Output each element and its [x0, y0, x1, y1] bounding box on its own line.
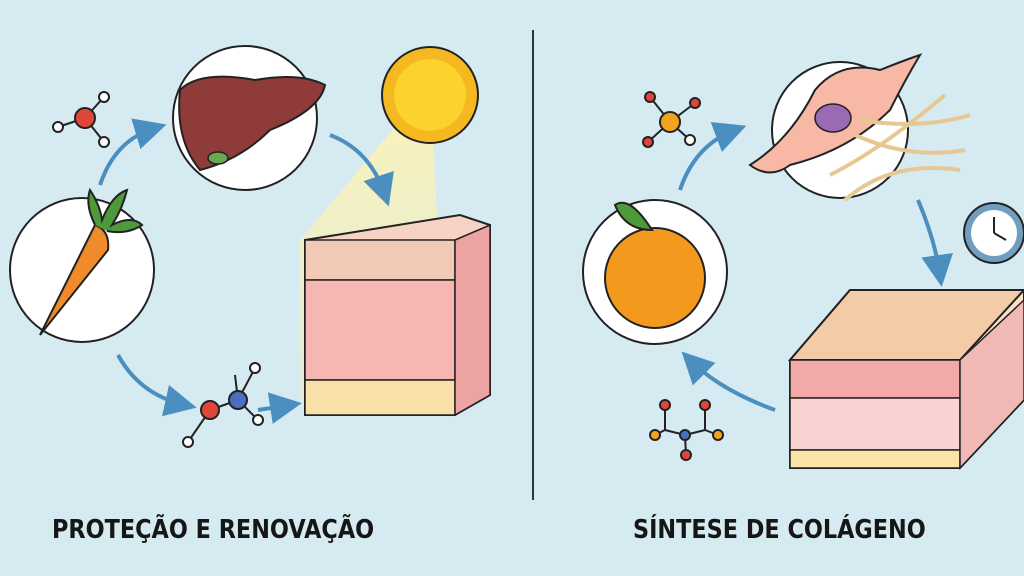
- skin-layers-icon: [304, 213, 491, 417]
- skin-block-icon: [787, 289, 1024, 470]
- carrot-icon: [9, 187, 155, 343]
- panel-title-protection-renewal: PROTEÇÃO E RENOVAÇÃO: [52, 515, 375, 545]
- fibroblast-cell-icon: [748, 53, 971, 202]
- liver-icon: [172, 45, 327, 191]
- clock-icon: [963, 202, 1024, 264]
- orange-fruit-icon: [582, 199, 728, 345]
- flow-arrows: [98, 118, 394, 424]
- molecule-icon: [52, 91, 110, 148]
- molecule-icon: [642, 91, 701, 148]
- molecule-icon: [649, 399, 724, 461]
- panel-title-collagen-synthesis: SÍNTESE DE COLÁGENO: [633, 515, 926, 545]
- flow-arrows: [678, 122, 954, 412]
- molecule-icon: [182, 362, 264, 448]
